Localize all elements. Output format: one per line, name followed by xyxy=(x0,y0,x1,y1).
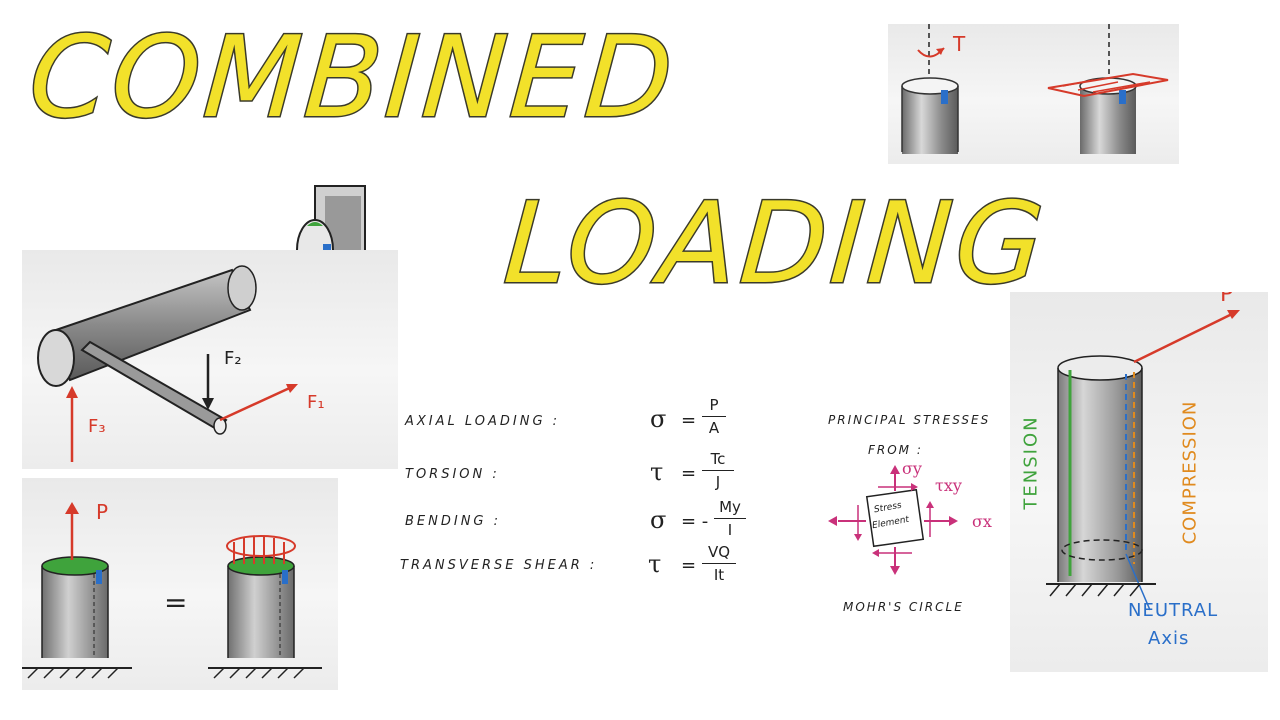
denominator: It xyxy=(713,566,725,584)
fraction-bending: My I xyxy=(714,500,746,538)
torsion-illustration xyxy=(901,24,1169,154)
title-line-2: LOADING xyxy=(499,178,1053,311)
torsion-panel: T xyxy=(888,24,1179,164)
eq-symbol-bending: σ xyxy=(650,506,667,534)
fraction-shear: VQ It xyxy=(702,545,736,583)
eq-sign-shear: = xyxy=(681,555,697,576)
eq-symbol-torsion: τ xyxy=(650,458,664,486)
equals-sign: = xyxy=(164,586,188,619)
column-p-label: P xyxy=(1220,292,1234,307)
f2-label: F₂ xyxy=(224,348,242,369)
compression-label: COMPRESSION xyxy=(1179,400,1201,545)
sigma-x-label: σx xyxy=(972,512,992,531)
eq-label-bending: BENDING : xyxy=(405,514,502,529)
f3-label: F₃ xyxy=(88,416,106,437)
numerator: My xyxy=(714,500,746,519)
neutral-axis-label-2: Axis xyxy=(1148,628,1190,649)
eq-sign-axial: = xyxy=(681,410,697,431)
numerator: VQ xyxy=(702,545,736,564)
denominator: A xyxy=(708,419,720,437)
neutral-axis-label-1: NEUTRAL xyxy=(1128,600,1219,621)
column-illustration xyxy=(1046,310,1240,611)
f1-label: F₁ xyxy=(307,392,325,413)
tension-label: TENSION xyxy=(1020,415,1042,510)
tau-xy-label: τxy xyxy=(935,476,962,495)
fraction-axial: P A xyxy=(702,398,726,436)
numerator: P xyxy=(702,398,726,417)
stress-element-diagram xyxy=(828,465,958,575)
axial-panel: P = xyxy=(22,478,338,690)
principal-from-label: FROM : xyxy=(868,443,923,457)
beam-panel: F₁ F₂ F₃ xyxy=(22,250,398,469)
eq-symbol-shear: τ xyxy=(648,550,662,578)
axial-p-label: P xyxy=(96,500,109,524)
axial-illustration xyxy=(22,502,322,679)
numerator: Tc xyxy=(702,452,734,471)
eq-label-torsion: TORSION : xyxy=(405,467,500,482)
eq-sign-bending: = - xyxy=(681,511,709,532)
mohrs-circle-label: MOHR'S CIRCLE xyxy=(843,600,964,614)
eq-label-shear: TRANSVERSE SHEAR : xyxy=(400,558,598,573)
denominator: J xyxy=(715,473,721,491)
principal-stresses-heading: PRINCIPAL STRESSES xyxy=(828,413,991,427)
fraction-torsion: Tc J xyxy=(702,452,734,490)
eq-symbol-axial: σ xyxy=(650,405,667,433)
torque-label: T xyxy=(953,32,966,56)
eq-sign-torsion: = xyxy=(681,463,697,484)
column-panel: P TENSION COMPRESSION NEUTRAL Axis xyxy=(1010,292,1268,672)
sigma-y-label: σy xyxy=(902,459,922,478)
beam-illustration xyxy=(37,265,298,462)
title-line-1: COMBINED xyxy=(24,12,682,145)
denominator: I xyxy=(727,521,733,539)
eq-label-axial: AXIAL LOADING : xyxy=(405,414,561,429)
